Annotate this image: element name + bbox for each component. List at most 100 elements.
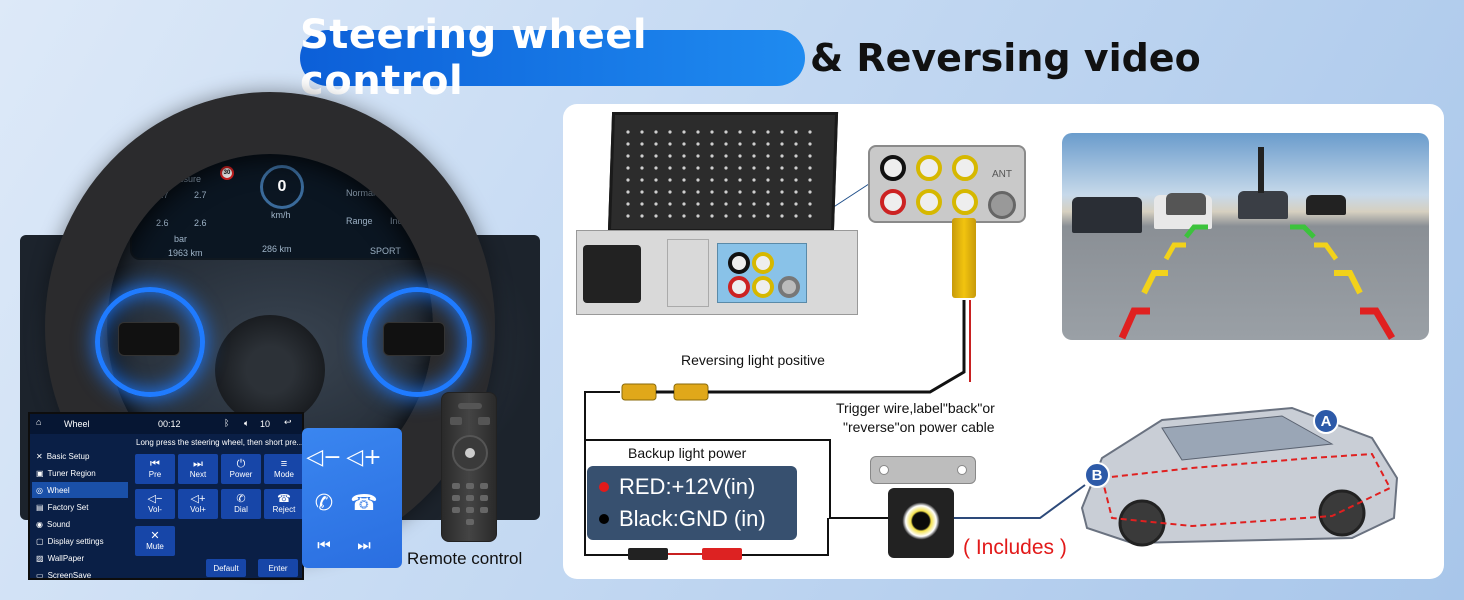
menu-label: WallPaper <box>47 553 85 563</box>
rca-connector <box>673 383 709 401</box>
remote-key <box>466 507 474 513</box>
reversing-camera <box>888 488 954 558</box>
vent-dot <box>668 202 672 206</box>
key-mute[interactable]: ✕Mute <box>135 526 175 556</box>
vent-dot <box>626 190 630 194</box>
vent-dot <box>794 190 798 194</box>
volume-up-icon: ◁+ <box>346 444 382 470</box>
power-cable <box>584 440 630 556</box>
key-pre[interactable]: ⏮Pre <box>135 454 175 484</box>
video-cable <box>740 300 966 394</box>
vent-dot <box>808 214 812 218</box>
menu-sound[interactable]: ◉Sound <box>32 516 128 532</box>
vent-dot <box>794 178 798 182</box>
left-wheel-buttons[interactable] <box>118 322 180 356</box>
factory-icon: ▤ <box>36 502 44 512</box>
power-cable <box>584 391 888 519</box>
rca-port <box>728 252 750 274</box>
trigger-wire-label: Trigger wire,label"back"or <box>836 400 995 416</box>
vent-dot <box>640 190 644 194</box>
parked-car <box>1072 197 1142 233</box>
hang-up-icon: ☎ <box>350 490 378 516</box>
vent-dot <box>640 202 644 206</box>
vent-dot <box>780 154 784 158</box>
vent-dot <box>738 166 742 170</box>
vent-dot <box>654 142 658 146</box>
vent-dot <box>738 130 742 134</box>
menu-basic-setup[interactable]: ✕Basic Setup <box>32 448 128 464</box>
mode-icon: ≡ <box>280 458 288 470</box>
back-icon[interactable]: ↩ <box>284 417 292 427</box>
vent-dot <box>738 178 742 182</box>
rca-port <box>916 189 942 215</box>
heading-rest: & Reversing video <box>810 36 1201 80</box>
remote-key <box>452 483 460 489</box>
key-dial[interactable]: ✆Dial <box>221 489 261 519</box>
car-window <box>1161 415 1334 461</box>
vent-dot <box>808 166 812 170</box>
vent-dot <box>654 190 658 194</box>
key-label: Vol+ <box>190 505 206 514</box>
key-mode[interactable]: ≡Mode <box>264 454 304 484</box>
phone-icon: ✆ <box>236 493 246 505</box>
vent-dot <box>766 178 770 182</box>
backup-light-label: Backup light power <box>628 445 747 461</box>
volume-down-icon: ◁− <box>306 444 342 470</box>
vent-dot <box>682 130 686 134</box>
radio-vent-holes <box>626 130 812 218</box>
vent-dot <box>780 130 784 134</box>
badge-a: A <box>1313 408 1339 434</box>
vent-dot <box>780 202 784 206</box>
guide-line-green-right <box>1290 224 1316 239</box>
includes-label: ( Includes ) <box>963 536 1067 559</box>
vent-dot <box>794 154 798 158</box>
remote-control <box>441 392 497 542</box>
menu-wallpaper[interactable]: ▨WallPaper <box>32 550 128 566</box>
screen-title: Wheel <box>64 419 90 429</box>
vent-dot <box>738 142 742 146</box>
vent-dot <box>640 154 644 158</box>
bluetooth-icon: ᛒ <box>224 418 230 428</box>
guide-line-red-left <box>1118 307 1150 340</box>
key-vol-up[interactable]: ◁+Vol+ <box>178 489 218 519</box>
rca-port <box>728 276 750 298</box>
head-unit-screen: ⌂ Wheel 00:12 ᛒ 🔈︎ 10 ↩ ✕Basic Setup ▣Tu… <box>28 412 304 580</box>
menu-label: Wheel <box>46 485 70 495</box>
menu-display-settings[interactable]: ▢Display settings <box>32 533 128 549</box>
key-next[interactable]: ⏭Next <box>178 454 218 484</box>
phone-icon: ✆ <box>314 490 334 516</box>
vent-dot <box>668 142 672 146</box>
remote-dpad <box>452 435 488 471</box>
rca-port <box>752 276 774 298</box>
home-icon[interactable]: ⌂ <box>36 417 42 427</box>
vent-dot <box>682 178 686 182</box>
vent-dot <box>682 142 686 146</box>
remote-key <box>466 483 474 489</box>
right-wheel-buttons[interactable] <box>383 322 445 356</box>
vent-dot <box>654 178 658 182</box>
vent-dot <box>780 178 784 182</box>
default-button[interactable]: Default <box>206 559 246 577</box>
menu-wheel[interactable]: ◎Wheel <box>32 482 128 498</box>
rca-port <box>916 155 942 181</box>
vent-dot <box>738 154 742 158</box>
vent-dot <box>682 190 686 194</box>
guide-line-yellow-right <box>1314 242 1339 261</box>
key-vol-down[interactable]: ◁−Vol- <box>135 489 175 519</box>
red-plug <box>702 548 742 560</box>
vent-dot <box>626 130 630 134</box>
menu-screensave[interactable]: ▭ScreenSave <box>32 567 128 583</box>
vent-dot <box>626 178 630 182</box>
menu-factory-set[interactable]: ▤Factory Set <box>32 499 128 515</box>
vent-dot <box>752 166 756 170</box>
vent-dot <box>626 142 630 146</box>
key-power[interactable]: ⏻Power <box>221 454 261 484</box>
ant-port <box>988 191 1016 219</box>
menu-tuner-region[interactable]: ▣Tuner Region <box>32 465 128 481</box>
rca-connector-panel <box>717 243 807 303</box>
remote-key <box>480 483 488 489</box>
key-reject[interactable]: ☎Reject <box>264 489 304 519</box>
vent-dot <box>738 202 742 206</box>
vent-dot <box>808 178 812 182</box>
enter-button[interactable]: Enter <box>258 559 298 577</box>
